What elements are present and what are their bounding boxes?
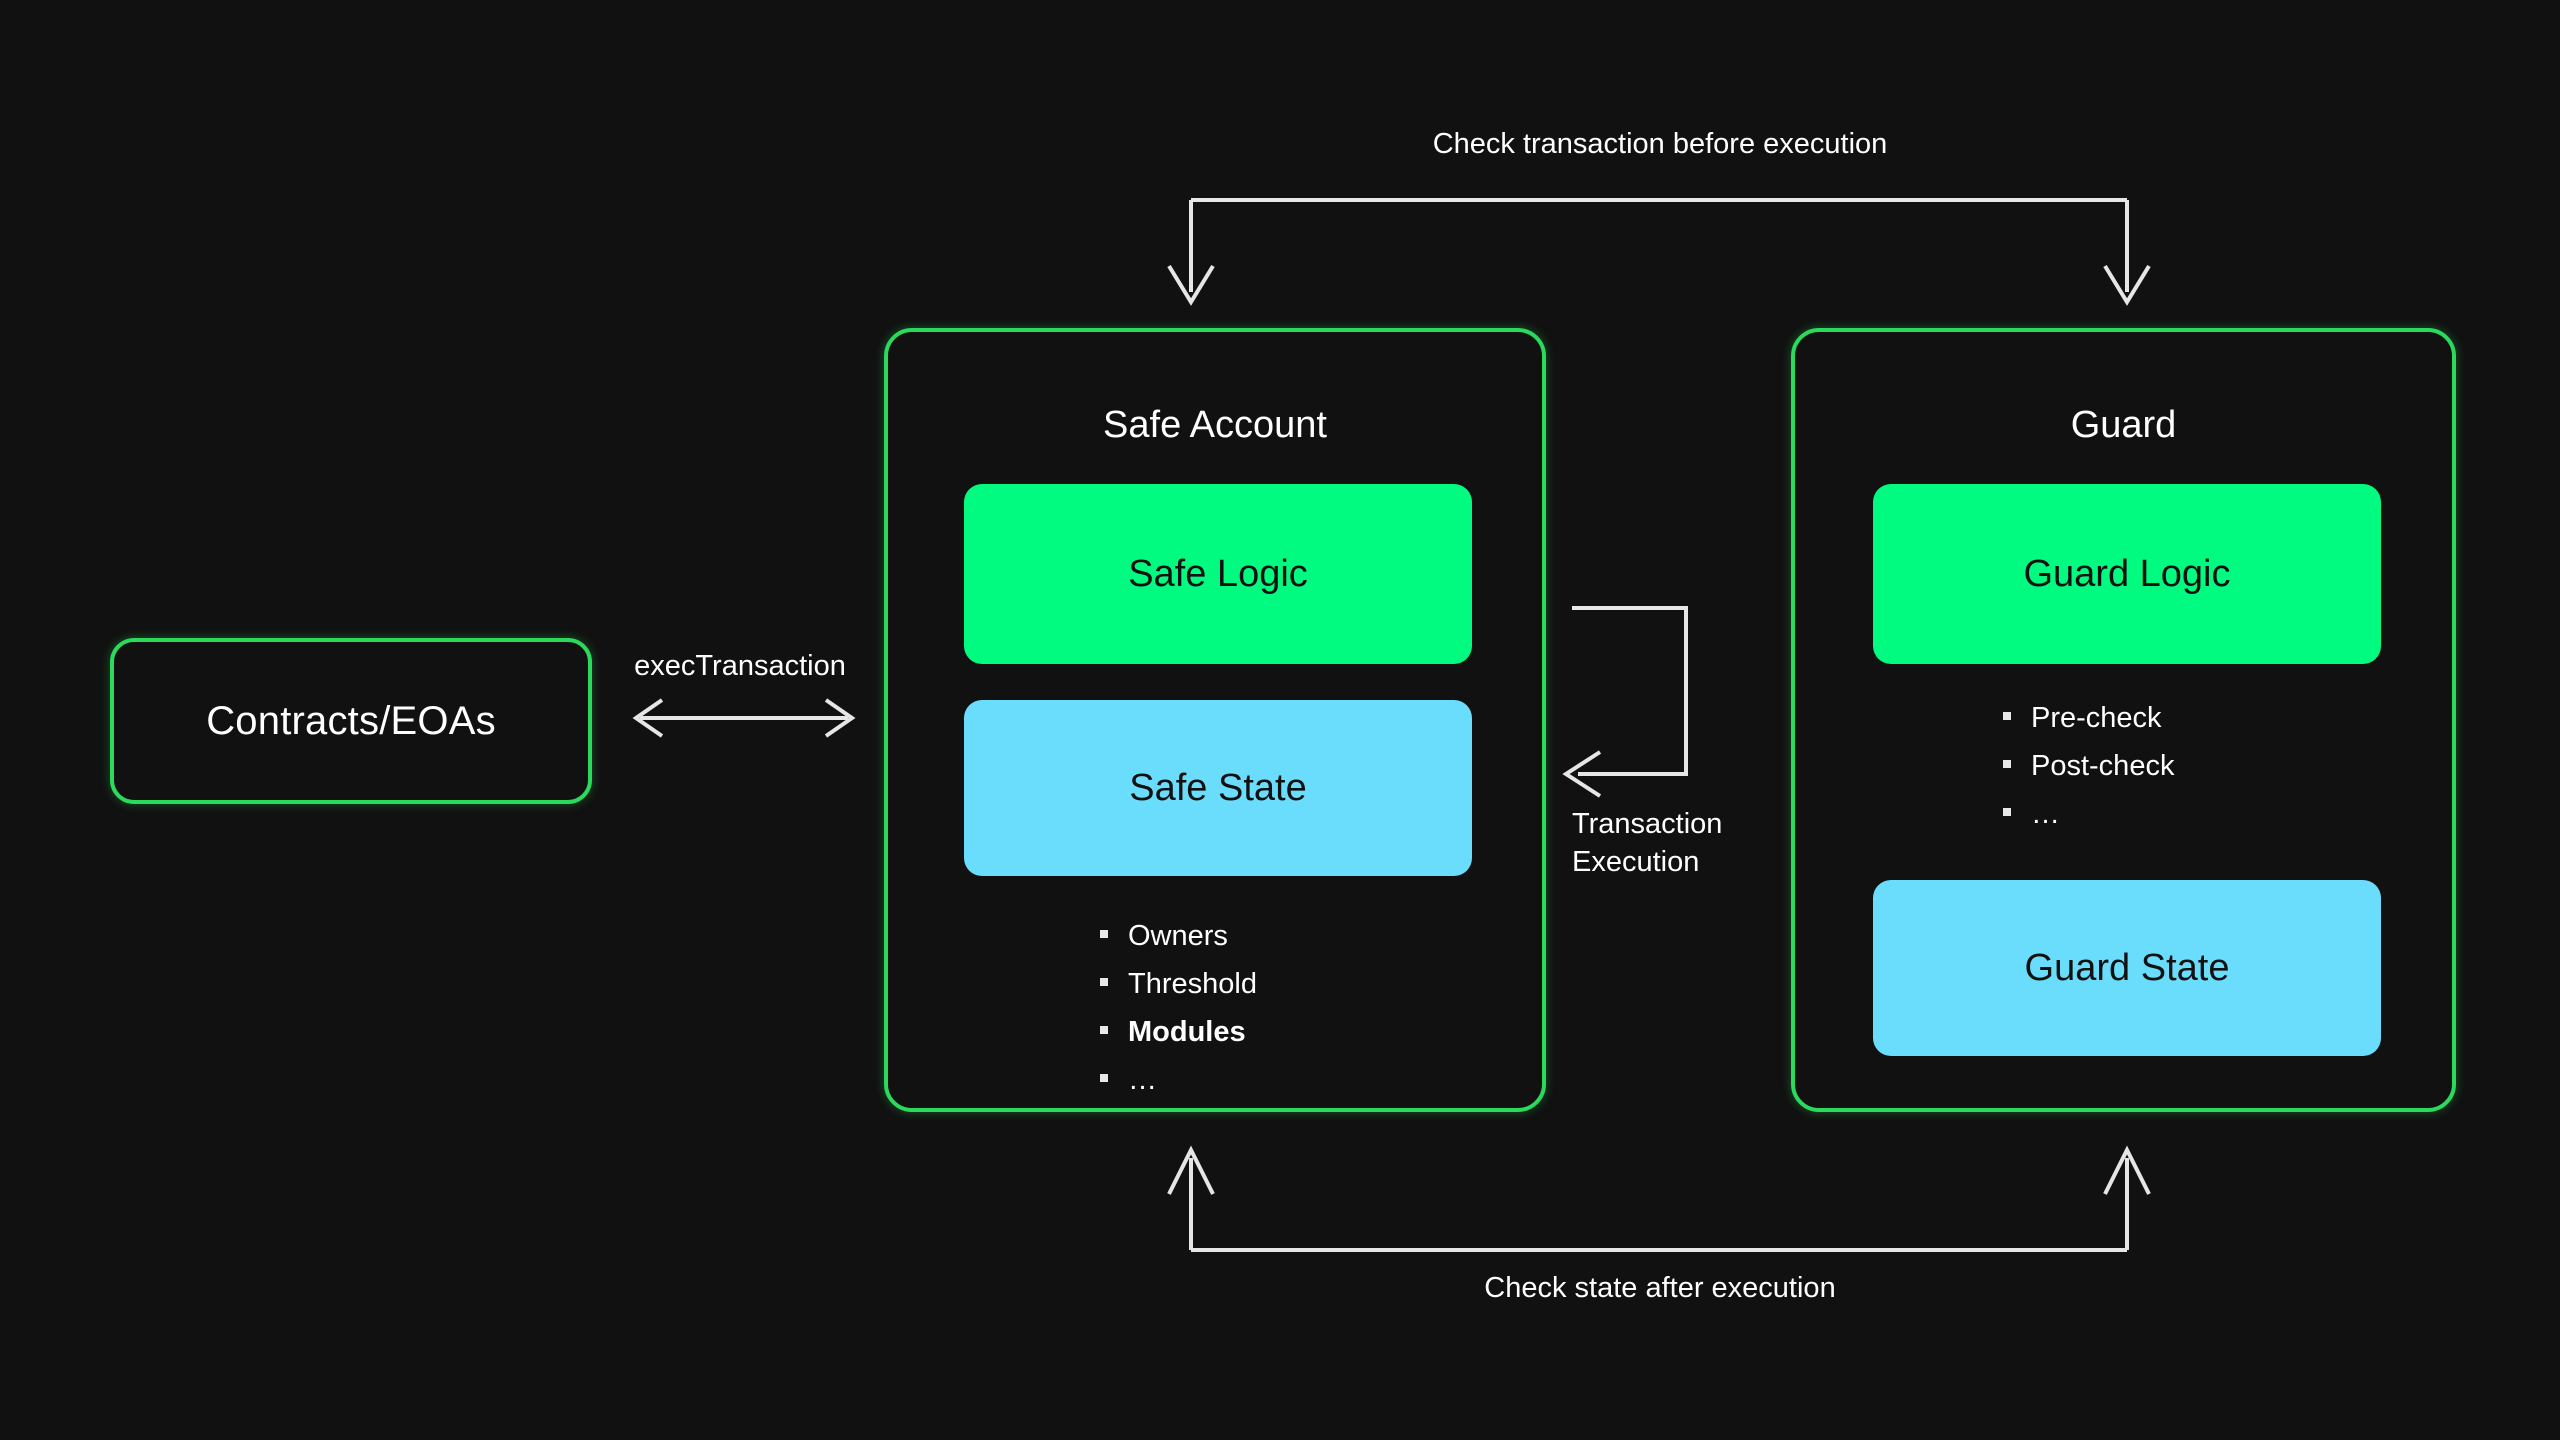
- check-after-execution-label: Check state after execution: [1484, 1272, 1836, 1304]
- list-item: Modules: [1100, 1018, 1257, 1047]
- check-before-execution-label: Check transaction before execution: [1432, 128, 1888, 160]
- exec-transaction-arrow: [632, 698, 856, 738]
- check-after-execution-arrow: [1167, 1145, 2151, 1252]
- safe-account-box[interactable]: Safe Account Safe Logic Safe State Owner…: [884, 328, 1546, 1112]
- bullet-square-icon: [2003, 760, 2011, 768]
- bullet-square-icon: [1100, 978, 1108, 986]
- bullet-text: Owners: [1128, 920, 1228, 952]
- bullet-square-icon: [1100, 1074, 1108, 1082]
- bullet-text: Modules: [1128, 1016, 1246, 1048]
- transaction-execution-arrow: [1562, 606, 1688, 798]
- contracts-eoas-box[interactable]: Contracts/EOAs: [110, 638, 592, 804]
- contracts-eoas-label: Contracts/EOAs: [206, 698, 496, 743]
- bullet-text: Threshold: [1128, 968, 1257, 1000]
- guard-state-label: Guard State: [2024, 946, 2230, 989]
- safe-account-bullet-list: Owners Threshold Modules …: [1100, 922, 1257, 1114]
- bullet-square-icon: [1100, 1026, 1108, 1034]
- bullet-text: Pre-check: [2031, 702, 2162, 734]
- guard-box[interactable]: Guard Guard Logic Pre-check Post-check ……: [1791, 328, 2456, 1112]
- guard-bullet-list: Pre-check Post-check …: [2003, 704, 2174, 848]
- list-item: …: [1100, 1066, 1257, 1095]
- transaction-execution-label: Transaction Execution: [1572, 808, 1723, 879]
- bullet-text: Post-check: [2031, 750, 2175, 782]
- safe-account-title: Safe Account: [1103, 404, 1327, 446]
- list-item: Threshold: [1100, 970, 1257, 999]
- guard-title: Guard: [2070, 404, 2177, 446]
- list-item: Post-check: [2003, 752, 2174, 781]
- safe-state-label: Safe State: [1129, 766, 1307, 809]
- bullet-square-icon: [1100, 930, 1108, 938]
- list-item: Owners: [1100, 922, 1257, 951]
- guard-logic-chip[interactable]: Guard Logic: [1873, 484, 2381, 664]
- bullet-square-icon: [2003, 808, 2011, 816]
- guard-state-chip[interactable]: Guard State: [1873, 880, 2381, 1056]
- guard-logic-label: Guard Logic: [2023, 552, 2231, 595]
- bullet-text: …: [2031, 798, 2062, 830]
- check-before-execution-arrow: [1167, 198, 2151, 306]
- exec-transaction-label: execTransaction: [634, 650, 846, 682]
- safe-logic-chip[interactable]: Safe Logic: [964, 484, 1472, 664]
- bullet-square-icon: [2003, 712, 2011, 720]
- safe-logic-label: Safe Logic: [1128, 552, 1308, 595]
- bullet-text: …: [1128, 1064, 1159, 1096]
- list-item: …: [2003, 800, 2174, 829]
- safe-state-chip[interactable]: Safe State: [964, 700, 1472, 876]
- list-item: Pre-check: [2003, 704, 2174, 733]
